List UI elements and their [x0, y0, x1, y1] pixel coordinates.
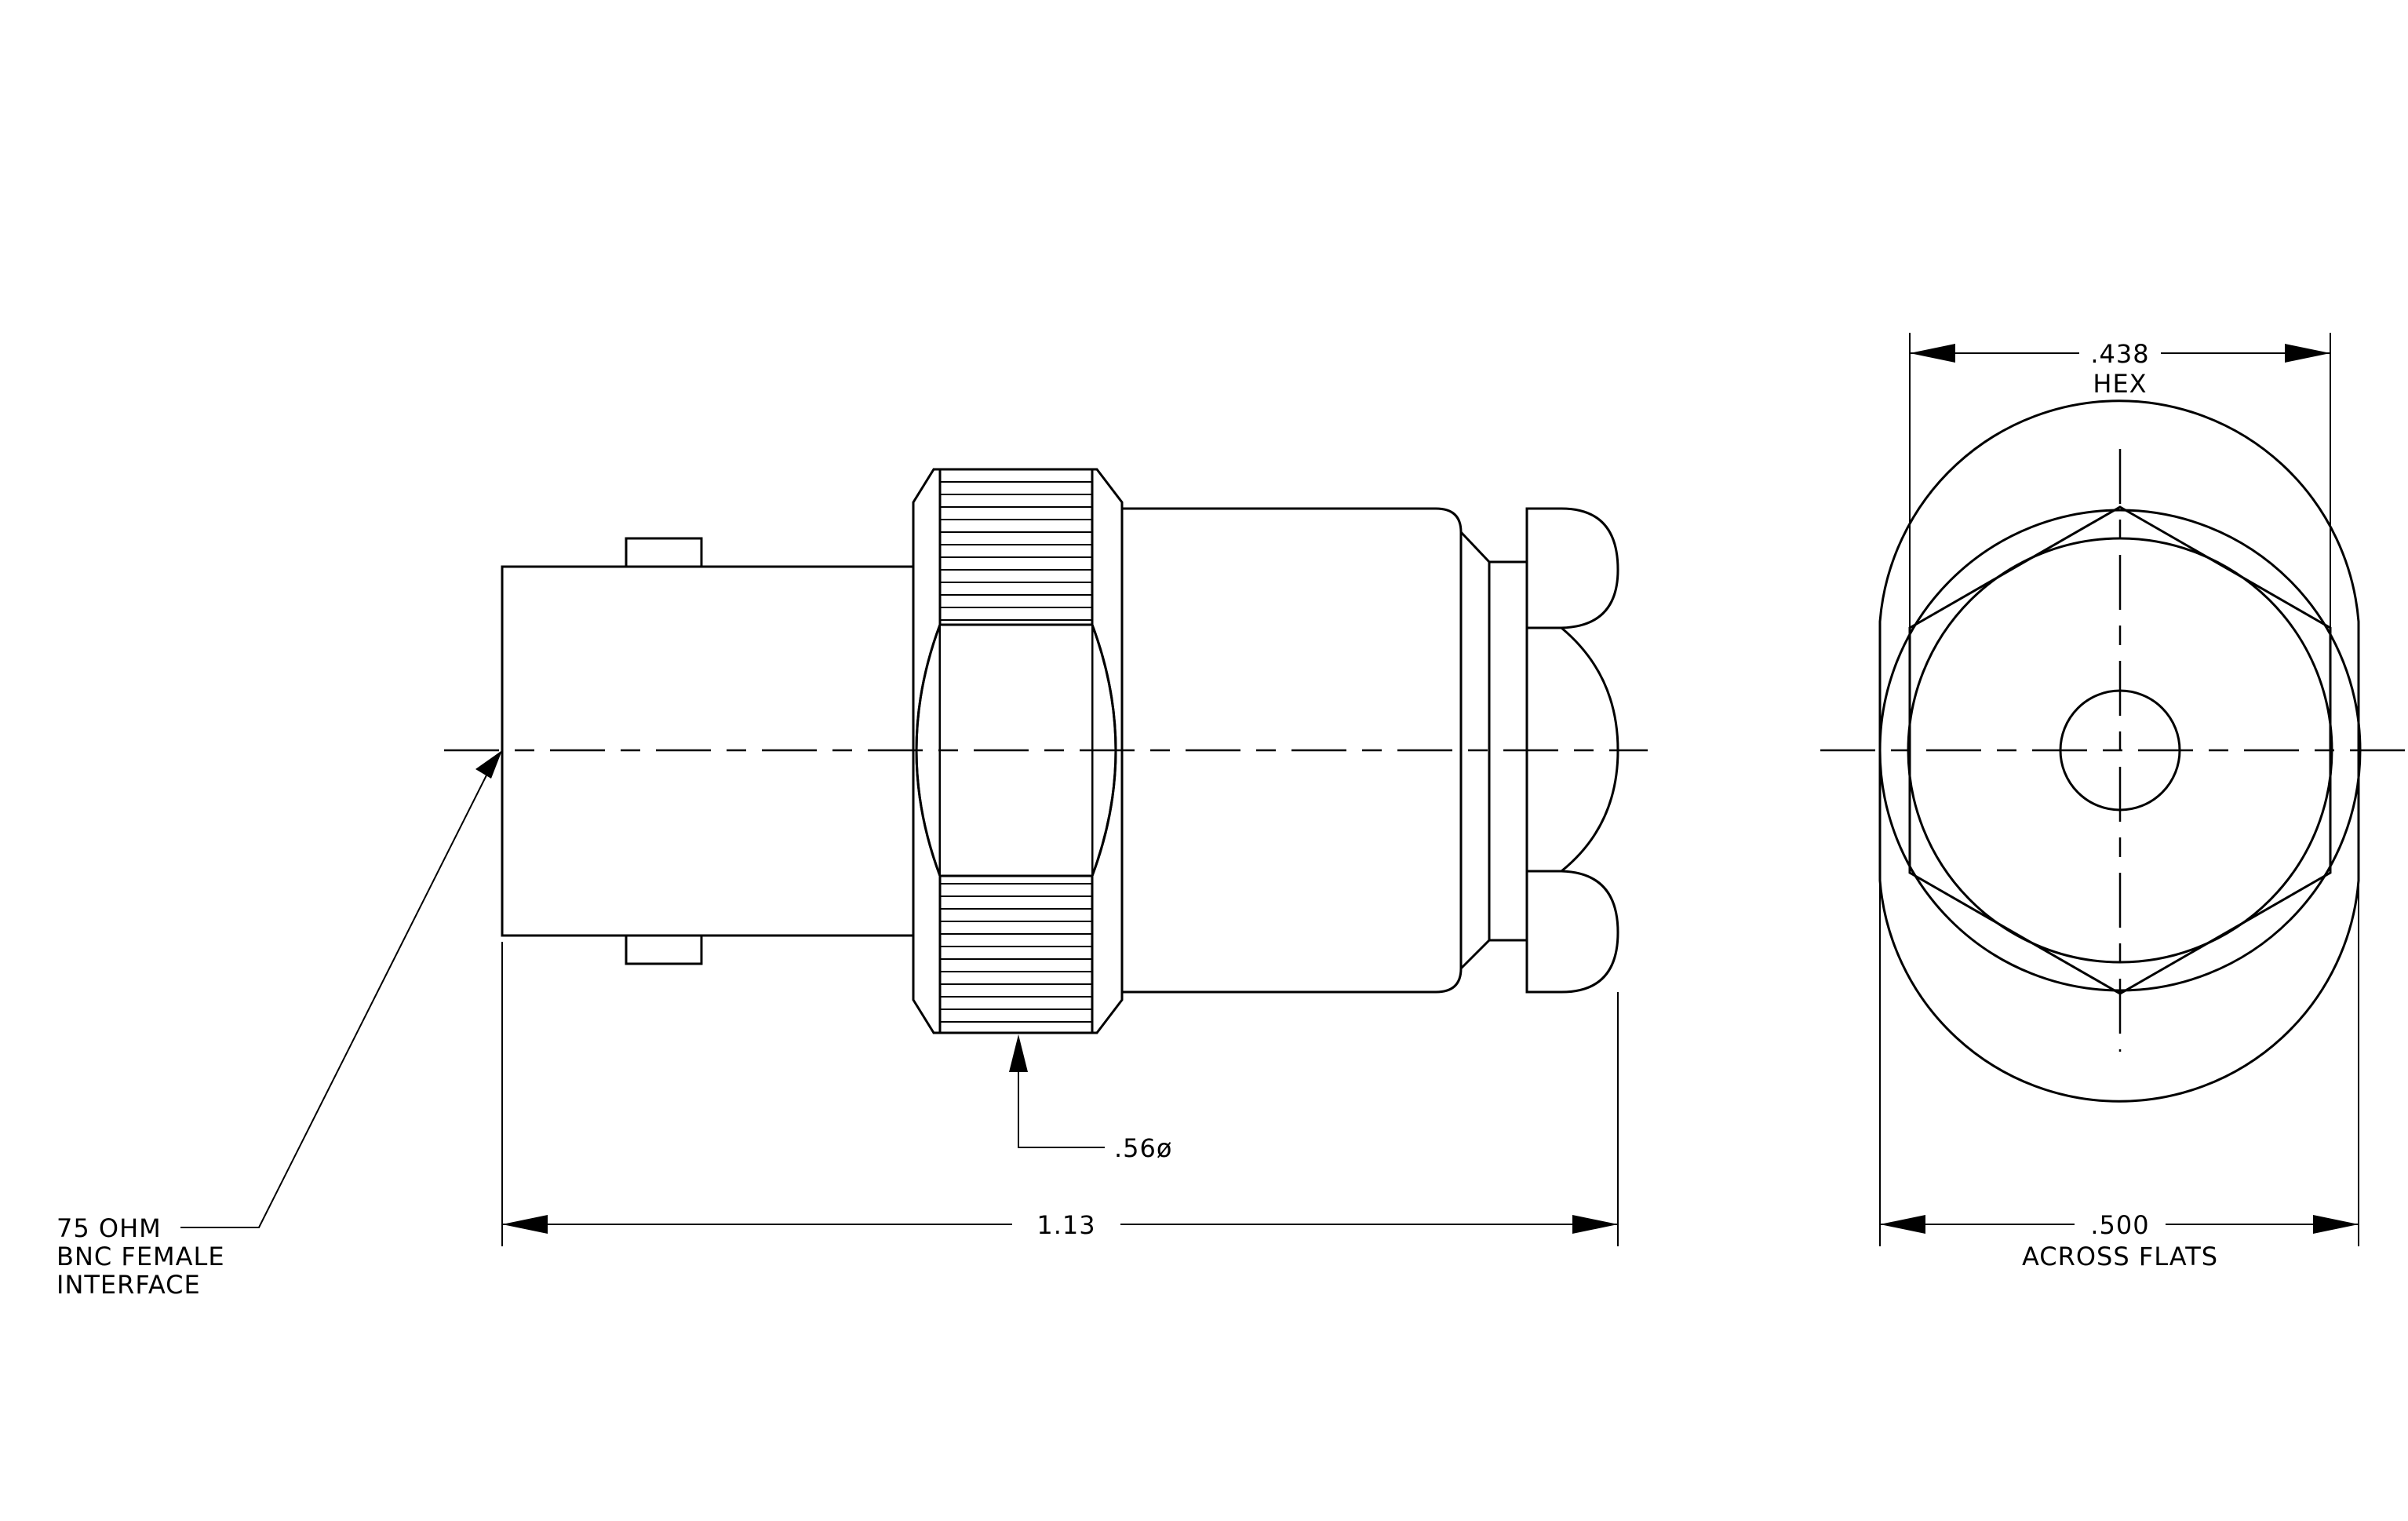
length-label: 1.13: [1036, 1210, 1095, 1240]
interface-label-line3: INTERFACE: [56, 1270, 201, 1300]
end-view: [1820, 333, 2408, 1246]
coupling-nut: [912, 468, 1124, 1034]
flats-size-label: .500: [2090, 1210, 2149, 1240]
flats-label: ACROSS FLATS: [2022, 1242, 2218, 1271]
hex-size-label: .438: [2090, 339, 2149, 369]
interface-label-line1: 75 OHM: [56, 1213, 162, 1243]
side-view: [180, 468, 1648, 1246]
interface-leader: [180, 759, 495, 1228]
bayonet-pin-bottom: [625, 934, 703, 965]
diameter-label: .56ø: [1114, 1133, 1172, 1163]
knurl-bottom: [940, 883, 1092, 1023]
interface-label-line2: BNC FEMALE: [56, 1242, 225, 1271]
connector-body: [1122, 507, 1463, 994]
knurl-top: [940, 481, 1092, 621]
hex-label: HEX: [2093, 369, 2147, 399]
bayonet-pin-top: [625, 537, 703, 568]
diameter-leader: [1018, 1049, 1105, 1148]
